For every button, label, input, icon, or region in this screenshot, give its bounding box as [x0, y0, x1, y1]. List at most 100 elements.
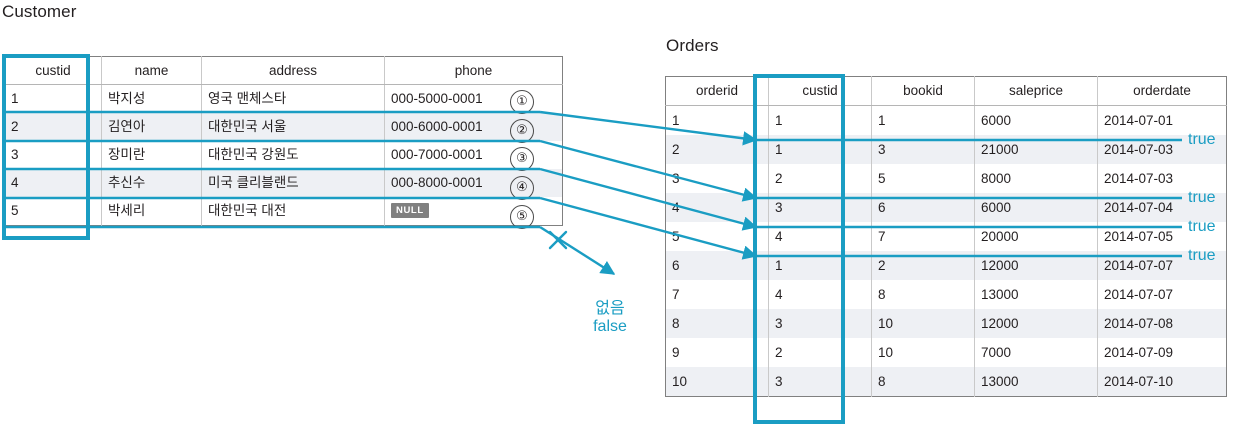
cell-orderdate: 2014-07-03 [1097, 164, 1227, 193]
marker-circle-3: ③ [510, 147, 534, 171]
orders-table-title: Orders [666, 36, 719, 55]
cell-saleprice: 12000 [974, 251, 1098, 280]
cell-orderdate: 2014-07-07 [1097, 280, 1227, 309]
cell-orderid: 1 [665, 105, 769, 135]
cell-orderdate: 2014-07-09 [1097, 338, 1227, 367]
orders-col-header-orderdate: orderdate [1097, 76, 1227, 106]
marker-circle-1: ① [510, 90, 534, 114]
cell-name: 추신수 [101, 169, 202, 197]
match-result-true-2: true [1188, 189, 1216, 206]
cell-orderid: 5 [665, 222, 769, 251]
cell-custid: 2 [768, 164, 872, 193]
table-row: 4 3 6 6000 2014-07-04 [665, 193, 1227, 222]
cell-custid: 5 [4, 197, 102, 226]
table-row: 1 박지성 영국 맨체스타 000-5000-0001 [4, 84, 563, 113]
cell-phone: 000-6000-0001 [384, 113, 563, 141]
cell-saleprice: 12000 [974, 309, 1098, 338]
table-row: 3 장미란 대한민국 강원도 000-7000-0001 [4, 141, 563, 169]
join-arrow-5-nomatch [539, 225, 616, 276]
cell-phone: 000-7000-0001 [384, 141, 563, 169]
cell-name: 김연아 [101, 113, 202, 141]
cell-address: 영국 맨체스타 [201, 84, 385, 113]
cell-bookid: 10 [871, 338, 975, 367]
match-result-true-3: true [1188, 218, 1216, 235]
cell-address: 대한민국 강원도 [201, 141, 385, 169]
table-row: 3 2 5 8000 2014-07-03 [665, 164, 1227, 193]
cell-saleprice: 13000 [974, 280, 1098, 309]
match-result-true-4: true [1188, 247, 1216, 264]
null-badge: NULL [391, 202, 429, 218]
cell-orderdate: 2014-07-04 [1097, 193, 1227, 222]
orders-table: orderid custid bookid saleprice orderdat… [665, 76, 1227, 397]
cell-bookid: 7 [871, 222, 975, 251]
cell-phone: 000-8000-0001 [384, 169, 563, 197]
cell-orderid: 10 [665, 367, 769, 397]
cell-custid: 2 [4, 113, 102, 141]
cell-phone: 000-5000-0001 [384, 84, 563, 113]
cell-bookid: 2 [871, 251, 975, 280]
cell-bookid: 8 [871, 280, 975, 309]
orders-table-body: 1 1 1 6000 2014-07-01 2 1 3 21000 2014-0… [665, 105, 1227, 397]
cell-saleprice: 8000 [974, 164, 1098, 193]
customer-col-header-address: address [201, 56, 385, 85]
cell-saleprice: 6000 [974, 193, 1098, 222]
cell-address: 미국 클리블랜드 [201, 169, 385, 197]
orders-col-header-custid: custid [768, 76, 872, 106]
cell-saleprice: 20000 [974, 222, 1098, 251]
cell-bookid: 10 [871, 309, 975, 338]
cell-name: 박지성 [101, 84, 202, 113]
marker-circle-2: ② [510, 119, 534, 143]
no-match-label-false: false [593, 318, 627, 335]
table-row: 6 1 2 12000 2014-07-07 [665, 251, 1227, 280]
cell-custid: 4 [4, 169, 102, 197]
cell-orderid: 9 [665, 338, 769, 367]
table-row: 10 3 8 13000 2014-07-10 [665, 367, 1227, 397]
cell-saleprice: 7000 [974, 338, 1098, 367]
cell-orderid: 3 [665, 164, 769, 193]
cell-custid: 3 [4, 141, 102, 169]
table-row: 1 1 1 6000 2014-07-01 [665, 105, 1227, 135]
cell-custid: 3 [768, 309, 872, 338]
cell-bookid: 1 [871, 105, 975, 135]
cell-saleprice: 13000 [974, 367, 1098, 397]
customer-col-header-name: name [101, 56, 202, 85]
marker-circle-4: ④ [510, 176, 534, 200]
cell-custid: 1 [4, 84, 102, 113]
cell-name: 장미란 [101, 141, 202, 169]
table-row: 5 4 7 20000 2014-07-05 [665, 222, 1227, 251]
cell-orderid: 2 [665, 135, 769, 164]
table-row: 5 박세리 대한민국 대전 NULL [4, 197, 563, 226]
orders-col-header-bookid: bookid [871, 76, 975, 106]
cell-custid: 3 [768, 193, 872, 222]
cross-mark-icon [548, 230, 568, 250]
cell-orderid: 8 [665, 309, 769, 338]
cell-orderdate: 2014-07-10 [1097, 367, 1227, 397]
customer-table-title: Customer [2, 2, 77, 21]
customer-table-head: custid name address phone [4, 56, 563, 85]
table-row: 7 4 8 13000 2014-07-07 [665, 280, 1227, 309]
cell-custid: 1 [768, 105, 872, 135]
no-match-label-korean: 없음 [595, 300, 625, 317]
cell-bookid: 6 [871, 193, 975, 222]
table-row: 2 1 3 21000 2014-07-03 [665, 135, 1227, 164]
cell-custid: 1 [768, 135, 872, 164]
table-row: 2 김연아 대한민국 서울 000-6000-0001 [4, 113, 563, 141]
cell-custid: 2 [768, 338, 872, 367]
cell-address: 대한민국 서울 [201, 113, 385, 141]
match-result-true-1: true [1188, 131, 1216, 148]
cell-orderid: 4 [665, 193, 769, 222]
cell-custid: 4 [768, 280, 872, 309]
cell-custid: 3 [768, 367, 872, 397]
cell-orderdate: 2014-07-01 [1097, 105, 1227, 135]
table-row: 9 2 10 7000 2014-07-09 [665, 338, 1227, 367]
table-row: 8 3 10 12000 2014-07-08 [665, 309, 1227, 338]
customer-table: custid name address phone 1 박지성 영국 맨체스타 … [4, 56, 563, 226]
customer-col-header-phone: phone [384, 56, 563, 85]
orders-table-head: orderid custid bookid saleprice orderdat… [665, 76, 1227, 106]
cell-custid: 4 [768, 222, 872, 251]
cell-address: 대한민국 대전 [201, 197, 385, 226]
cell-phone-null: NULL [384, 197, 563, 226]
orders-col-header-orderid: orderid [665, 76, 769, 106]
customer-header-row: custid name address phone [4, 56, 563, 85]
